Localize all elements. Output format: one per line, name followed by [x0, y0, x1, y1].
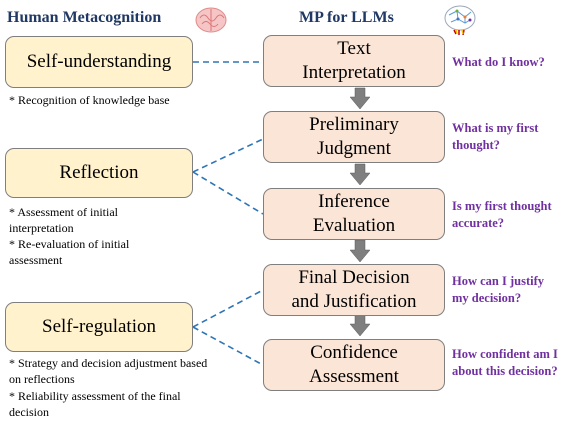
step-line1: Text: [337, 38, 371, 59]
down-arrow-3: [349, 239, 371, 263]
connector-reflection-judgment: [192, 138, 264, 173]
step-line2: Evaluation: [312, 215, 396, 236]
step-line1: Inference: [318, 191, 390, 212]
step-line1: Final Decision: [298, 267, 410, 288]
step-line2: Interpretation: [302, 62, 406, 83]
neural-net-brain-icon: [443, 3, 477, 40]
left-header: Human Metacognition: [7, 9, 162, 26]
down-arrow-1: [349, 87, 371, 110]
step-line1: Preliminary: [309, 114, 399, 135]
question-5: How confident am I about this decision?: [452, 347, 558, 378]
connector-regulation-decision: [192, 289, 264, 328]
self-understanding-box: Self-understanding: [5, 36, 193, 88]
step-line2: Judgment: [317, 138, 391, 159]
question-1: What do I know?: [452, 55, 545, 69]
question-2: What is my first thought?: [452, 121, 539, 152]
step-line2: and Justification: [291, 291, 417, 312]
self-regulation-note-1: * Strategy and decision adjustment based…: [9, 356, 208, 386]
question-3: Is my first thought accurate?: [452, 199, 552, 230]
connector-regulation-confidence: [192, 326, 264, 366]
self-regulation-note-2: * Reliability assessment of the final de…: [9, 389, 181, 419]
brain-icon: [194, 5, 228, 40]
self-understanding-note: * Recognition of knowledge base: [9, 93, 170, 107]
reflection-note-2: * Re-evaluation of initial assessment: [9, 237, 130, 267]
right-header: MP for LLMs: [299, 9, 394, 26]
down-arrow-4: [349, 314, 371, 337]
step-line1: Confidence: [310, 342, 398, 363]
reflection-note-1: * Assessment of initial interpretation: [9, 205, 118, 235]
self-regulation-box: Self-regulation: [5, 302, 193, 352]
down-arrow-2: [349, 163, 371, 186]
step-final-decision: Final Decision and Justification: [263, 264, 445, 316]
step-line2: Assessment: [309, 366, 399, 387]
reflection-box: Reflection: [5, 148, 193, 198]
question-4: How can I justify my decision?: [452, 274, 545, 305]
connector-reflection-evaluation: [192, 171, 264, 215]
